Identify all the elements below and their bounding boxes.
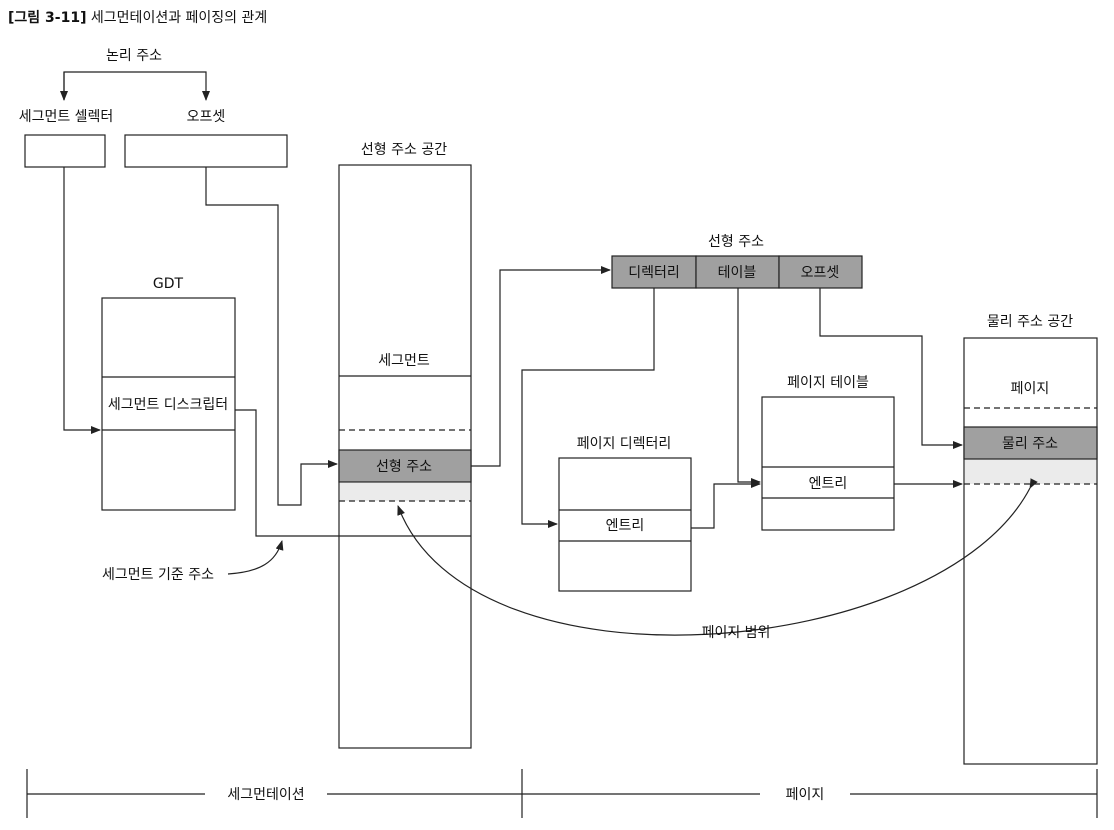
linear-address-cell-label: 선형 주소 [376, 459, 432, 475]
page-table-label: 페이지 테이블 [787, 375, 869, 391]
offset-box [124, 134, 288, 168]
segment-base-pointer [227, 540, 284, 575]
segment-descriptor-label: 세그먼트 디스크립터 [108, 397, 228, 413]
gdt-table [101, 297, 236, 511]
page-directory-label: 페이지 디렉터리 [577, 436, 672, 452]
page-label: 페이지 [1011, 381, 1050, 397]
gdt-label: GDT [153, 276, 184, 292]
linear-light-shade [340, 483, 470, 501]
physical-address-cell [963, 426, 1098, 460]
logical-address-bracket-right [63, 71, 210, 101]
offset-field-label: 오프셋 [801, 265, 840, 281]
figure-number: [그림 3-11] [8, 10, 86, 26]
table-to-entry-arrow [737, 288, 761, 486]
segment-selector-label: 세그먼트 셀렉터 [19, 109, 114, 125]
page-directory-entry-label: 엔트리 [606, 518, 645, 534]
figure-title: [그림 3-11] 세그먼테이션과 페이징의 관계 [8, 10, 267, 26]
page-range-label: 페이지 범위 [702, 625, 771, 641]
linear-space-label: 선형 주소 공간 [361, 142, 447, 158]
table-label: 테이블 [718, 265, 757, 281]
segment-selector-box [24, 134, 106, 168]
selector-to-descriptor-arrow [63, 167, 101, 434]
figure-caption: 세그먼테이션과 페이징의 관계 [86, 10, 267, 26]
linear-to-bar-arrow [471, 266, 611, 467]
page-table-entry-label: 엔트리 [809, 476, 848, 492]
dir-entry-to-page-table-arrow [691, 480, 761, 529]
page-table [761, 396, 895, 531]
page-range-curve [397, 478, 1038, 636]
offset-to-linear-arrow [205, 167, 338, 506]
offset-to-physical-arrow [819, 288, 963, 449]
linear-address-title: 선형 주소 [708, 234, 764, 250]
descriptor-to-base-line [235, 409, 339, 537]
segmentation-label: 세그먼테이션 [227, 787, 304, 803]
segment-base-label: 세그먼트 기준 주소 [102, 567, 214, 583]
physical-address-space [963, 337, 1098, 765]
offset-label-top: 오프셋 [187, 109, 226, 125]
physical-light-shade [965, 459, 1096, 484]
physical-address-label: 물리 주소 [1002, 436, 1058, 452]
linear-address-cell [338, 449, 472, 483]
directory-label: 디렉터리 [628, 265, 680, 281]
physical-space-label: 물리 주소 공간 [987, 314, 1073, 330]
segment-label: 세그먼트 [378, 353, 430, 369]
directory-to-entry-arrow [521, 288, 655, 528]
logical-address-label: 논리 주소 [106, 48, 162, 64]
paging-label: 페이지 [786, 787, 825, 803]
